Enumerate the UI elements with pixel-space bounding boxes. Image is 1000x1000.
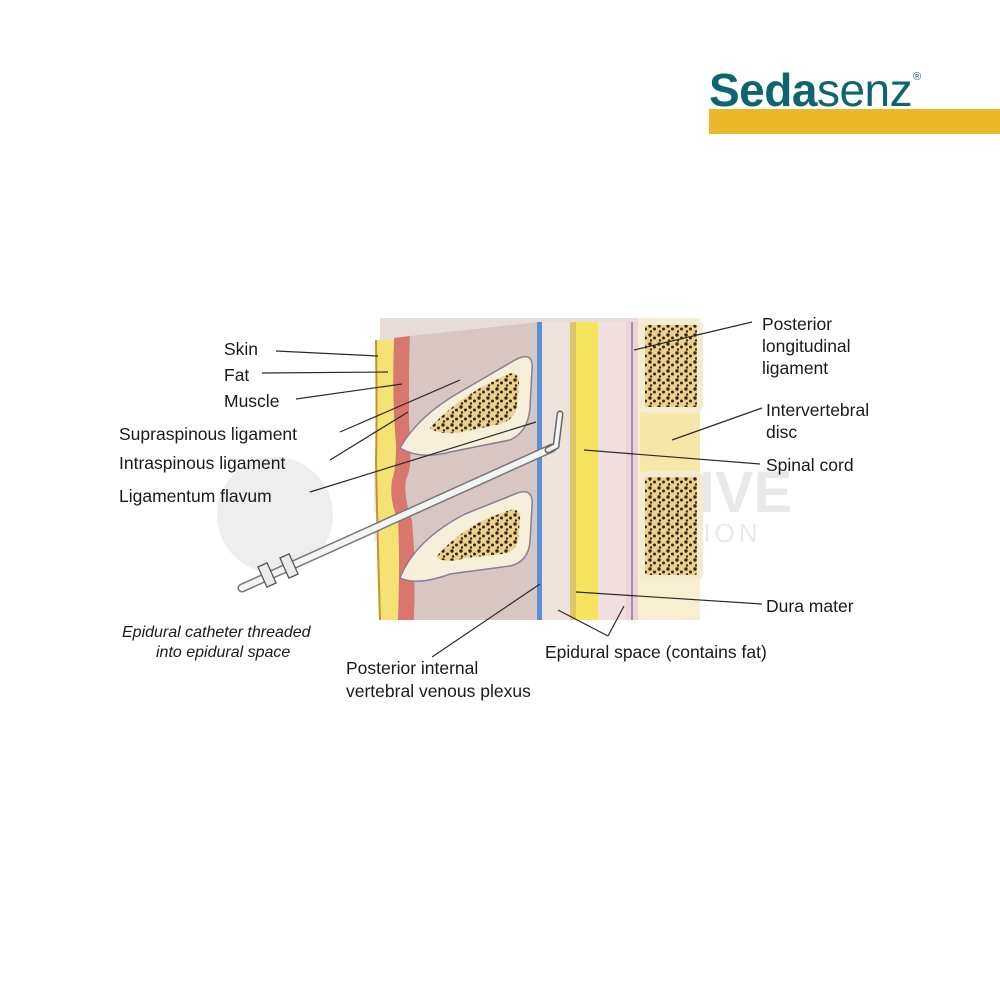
label-skin: Skin — [224, 339, 258, 359]
leader-spinal-cord — [583, 449, 761, 465]
label-fat: Fat — [224, 365, 249, 385]
upper-vertebral-body — [639, 319, 703, 413]
leader-muscle — [295, 383, 403, 400]
leader-fat — [261, 371, 389, 374]
leader-epidural-b — [607, 605, 625, 637]
lower-spinous-core — [436, 509, 521, 561]
skin-line — [374, 339, 381, 621]
leader-intraspinous — [329, 411, 409, 461]
leader-skin — [275, 350, 379, 357]
leader-disc — [671, 407, 763, 441]
label-plexus-line1: Posterior internal — [346, 658, 478, 678]
brand-name-bold: Seda — [709, 64, 817, 116]
spinal-cord — [598, 322, 626, 620]
leader-pll — [633, 321, 753, 351]
lower-vertebral-body — [639, 471, 703, 581]
label-pll-line1: Posterior — [762, 314, 832, 334]
label-dura-mater: Dura mater — [766, 596, 854, 616]
leader-lines — [261, 321, 763, 658]
label-supraspinous-ligament: Supraspinous ligament — [119, 424, 297, 444]
epidural-fat — [542, 322, 570, 620]
label-muscle: Muscle — [224, 391, 279, 411]
watermark-emblem — [217, 457, 333, 573]
label-intraspinous-ligament: Intraspinous ligament — [119, 453, 285, 473]
label-spinal-cord: Spinal cord — [766, 455, 854, 475]
label-pll-line3: ligament — [762, 358, 828, 378]
brand-logo: Sedasenz® — [709, 52, 921, 115]
leader-epidural-a — [557, 609, 609, 637]
vertebral-bodies — [639, 319, 703, 581]
label-disc-line1: Intervertebral — [766, 400, 869, 420]
brand-accent-bar — [709, 109, 1000, 134]
label-catheter-line1: Epidural catheter threaded — [122, 624, 312, 641]
leader-dura-mater — [575, 591, 763, 605]
label-disc-line2: disc — [766, 422, 797, 442]
leader-ligamentum-flavum — [309, 421, 537, 493]
brand-name-light: senz — [816, 64, 913, 116]
epidural-yellow — [576, 322, 598, 620]
leader-supraspinous — [339, 379, 461, 433]
leader-plexus — [431, 583, 541, 658]
label-plexus-line2: vertebral venous plexus — [346, 681, 531, 701]
fat-layer — [376, 340, 399, 620]
label-epidural-space: Epidural space (contains fat) — [545, 642, 767, 662]
registered-mark: ® — [913, 71, 921, 83]
dura-mater-strip — [570, 322, 576, 620]
label-ligamentum-flavum: Ligamentum flavum — [119, 486, 272, 506]
venous-plexus — [537, 322, 542, 620]
label-pll-line2: longitudinal — [762, 336, 851, 356]
diagram-labels: Skin Fat Muscle Supraspinous ligament In… — [119, 314, 869, 701]
intervertebral-disc — [640, 412, 700, 472]
spinous-processes — [398, 355, 533, 582]
catheter-tip-highlight — [546, 412, 562, 452]
needle-hub-2 — [279, 553, 299, 579]
upper-spinous-core — [430, 373, 520, 434]
label-catheter-line2: into epidural space — [156, 644, 290, 661]
epidural-needle — [237, 410, 564, 593]
needle-hub-1 — [257, 562, 277, 588]
